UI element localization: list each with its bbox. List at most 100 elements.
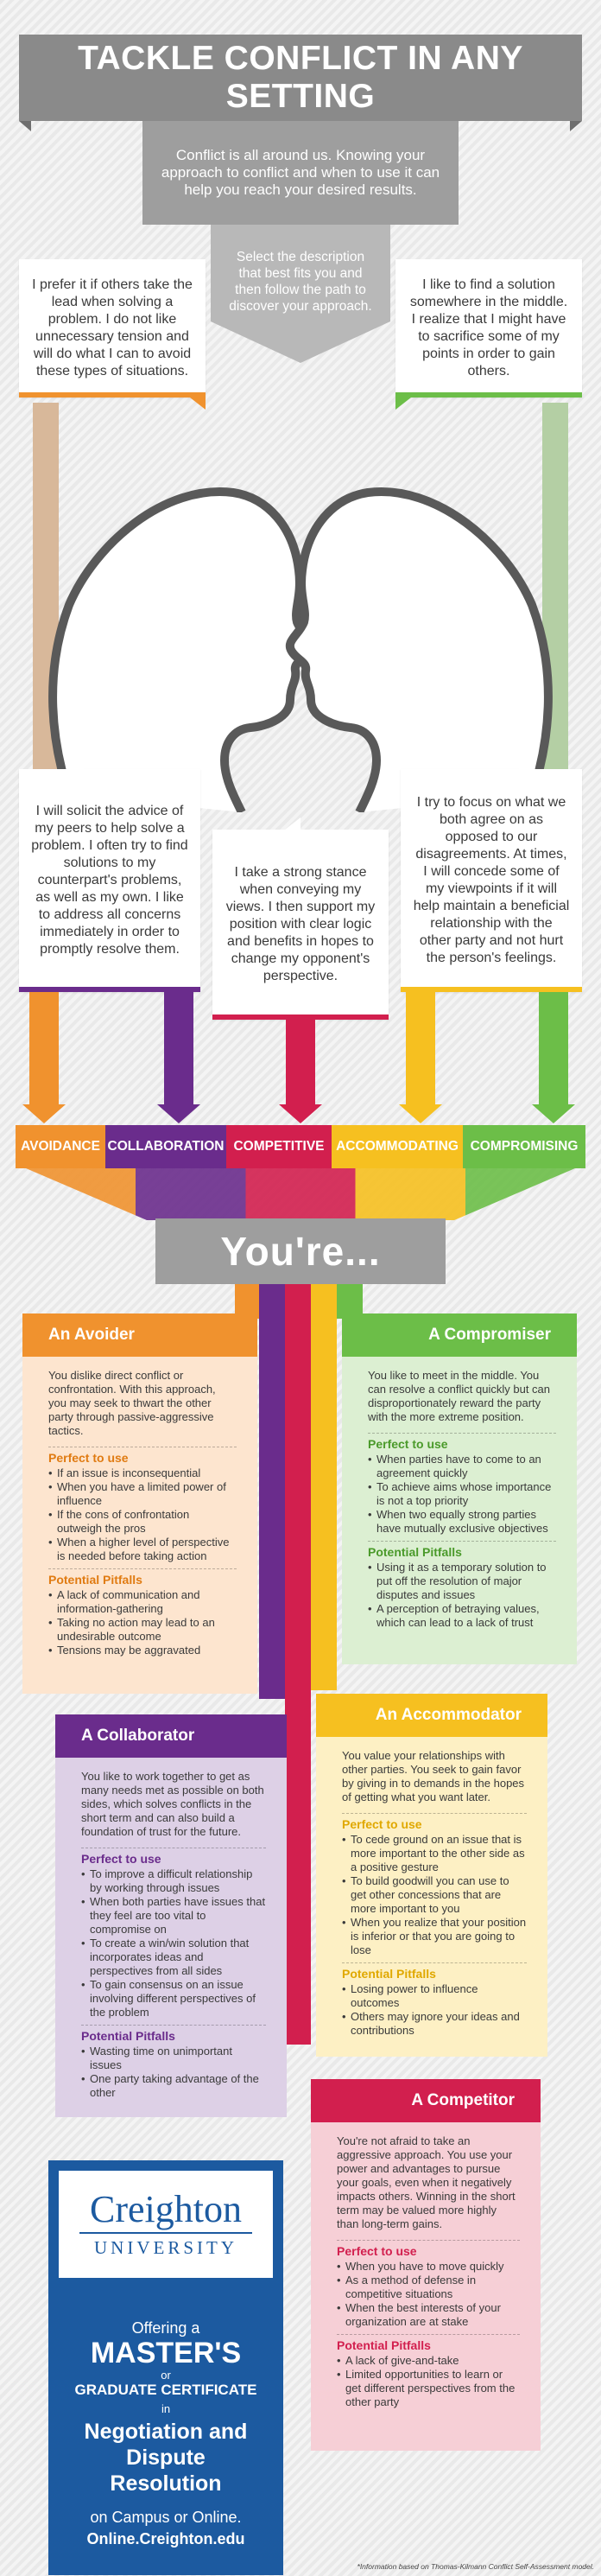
card-avoider-body: You dislike direct conflict or confronta… xyxy=(22,1357,257,1694)
perfect-title: Perfect to use xyxy=(368,1437,448,1451)
speech-tail xyxy=(518,757,534,769)
creighton-logo: Creighton UNIVERSITY xyxy=(59,2171,273,2278)
banner-fold-left xyxy=(19,121,31,131)
card-avoider-perfect: Perfect to use If an issue is inconseque… xyxy=(48,1447,237,1563)
card-competitor-perfect: Perfect to use When you have to move qui… xyxy=(337,2240,520,2329)
card-collaborator-pitfalls: Potential Pitfalls Wasting time on unimp… xyxy=(81,2025,266,2100)
list-item: When both parties have issues that they … xyxy=(81,1895,266,1937)
list-item: To gain consensus on an issue involving … xyxy=(81,1978,266,2019)
card-collaborator: A Collaborator You like to work together… xyxy=(55,1714,287,2117)
statement-competitive-text: I take a strong stance when conveying my… xyxy=(225,865,376,983)
label-avoidance: AVOIDANCE xyxy=(16,1125,105,1168)
arrow-accommodating xyxy=(406,992,435,1104)
card-compromiser-perfect: Perfect to use When parties have to come… xyxy=(368,1433,556,1536)
card-accommodator-title: An Accommodator xyxy=(316,1694,547,1737)
in-text: in xyxy=(161,2402,171,2415)
statement-accommodating[interactable]: I try to focus on what we both agree on … xyxy=(401,769,582,992)
perfect-title: Perfect to use xyxy=(337,2244,417,2258)
statement-compromising-bar xyxy=(395,392,582,398)
statement-collaboration[interactable]: I will solicit the advice of my peers to… xyxy=(19,769,200,992)
statement-avoidance[interactable]: I prefer it if others take the lead when… xyxy=(19,259,206,398)
arrow-collaboration xyxy=(164,992,193,1104)
path-avoider xyxy=(235,1284,261,1319)
pitfalls-title: Potential Pitfalls xyxy=(368,1545,462,1559)
arrow-competitive-head xyxy=(279,1104,322,1123)
perfect-title: Perfect to use xyxy=(81,1852,161,1866)
label-compromising: COMPROMISING xyxy=(463,1125,585,1168)
card-collaborator-desc: You like to work together to get as many… xyxy=(81,1770,264,1838)
list-item: Others may ignore your ideas and contrib… xyxy=(342,2010,527,2038)
card-accommodator-desc: You value your relationships with other … xyxy=(342,1749,525,1803)
arrow-accommodating-head xyxy=(399,1104,442,1123)
logo-rule xyxy=(79,2231,252,2234)
label-avoidance-text: AVOIDANCE xyxy=(21,1139,100,1154)
list-item: When parties have to come to an agreemen… xyxy=(368,1453,556,1480)
list-item: When two equally strong parties have mut… xyxy=(368,1508,556,1536)
card-competitor-pitfalls: Potential Pitfalls A lack of give-and-ta… xyxy=(337,2334,520,2409)
card-collaborator-title: A Collaborator xyxy=(55,1714,287,1758)
list-item: To improve a difficult relationship by w… xyxy=(81,1867,266,1895)
creighton-promo[interactable]: Creighton UNIVERSITY Offering a MASTER'S… xyxy=(48,2160,283,2575)
list-item: If an issue is inconsequential xyxy=(48,1466,237,1480)
card-accommodator-pitfalls: Potential Pitfalls Losing power to influ… xyxy=(342,1962,527,2038)
speech-tail xyxy=(190,398,206,410)
instruction-text: Select the description that best fits yo… xyxy=(229,250,372,314)
facing-heads-illustration xyxy=(48,487,553,812)
youre-banner: You're... xyxy=(155,1218,446,1284)
card-avoider-desc: You dislike direct conflict or confronta… xyxy=(48,1369,216,1437)
card-accommodator-perfect: Perfect to use To cede ground on an issu… xyxy=(342,1813,527,1957)
card-compromiser-desc: You like to meet in the middle. You can … xyxy=(368,1369,550,1423)
list-item: When you have to move quickly xyxy=(337,2260,520,2274)
card-collaborator-body: You like to work together to get as many… xyxy=(55,1758,287,2117)
intro-text: Conflict is all around us. Knowing your … xyxy=(161,147,440,198)
logo-name: Creighton xyxy=(90,2187,242,2230)
label-collaboration-text: COLLABORATION xyxy=(107,1139,225,1154)
certificate-text: GRADUATE CERTIFICATE xyxy=(74,2382,257,2398)
path-accommodator xyxy=(311,1284,337,1690)
card-compromiser-pitfalls: Potential Pitfalls Using it as a tempora… xyxy=(368,1541,556,1630)
label-accommodating-text: ACCOMMODATING xyxy=(336,1139,459,1154)
card-avoider-pitfalls: Potential Pitfalls A lack of communicati… xyxy=(48,1568,237,1657)
label-collaboration: COLLABORATION xyxy=(105,1125,226,1168)
arrow-compromising-head xyxy=(532,1104,575,1123)
youre-text: You're... xyxy=(220,1229,381,1274)
pitfalls-title: Potential Pitfalls xyxy=(337,2338,431,2352)
arrow-avoidance xyxy=(29,992,59,1104)
statement-avoidance-bar xyxy=(19,392,206,398)
speech-tail xyxy=(285,817,300,830)
list-item: To build goodwill you can use to get oth… xyxy=(342,1874,527,1916)
pitfalls-title: Potential Pitfalls xyxy=(81,2029,175,2043)
list-item: One party taking advantage of the other xyxy=(81,2072,266,2100)
list-item: To create a win/win solution that incorp… xyxy=(81,1937,266,1978)
path-compromiser xyxy=(337,1284,363,1319)
url-link[interactable]: Online.Creighton.edu xyxy=(86,2530,245,2547)
statement-collaboration-bar xyxy=(19,987,200,992)
card-accommodator: An Accommodator You value your relations… xyxy=(316,1694,547,2057)
arrow-competitive xyxy=(286,1020,315,1104)
statement-accommodating-bar xyxy=(401,987,582,992)
list-item: Limited opportunities to learn or get di… xyxy=(337,2368,520,2409)
path-collaborator xyxy=(259,1284,285,1699)
statement-competitive-bar xyxy=(212,1014,389,1020)
list-item: If the cons of confrontation outweigh th… xyxy=(48,1508,237,1536)
pitfalls-title: Potential Pitfalls xyxy=(48,1573,142,1587)
statement-compromising[interactable]: I like to find a solution somewhere in t… xyxy=(395,259,582,398)
path-competitor xyxy=(285,1284,311,2045)
label-competitive: COMPETITIVE xyxy=(226,1125,332,1168)
label-accommodating: ACCOMMODATING xyxy=(332,1125,463,1168)
statement-competitive[interactable]: I take a strong stance when conveying my… xyxy=(212,830,389,1020)
page-title: TACKLE CONFLICT IN ANY SETTING xyxy=(78,40,523,115)
statement-compromising-text: I like to find a solution somewhere in t… xyxy=(409,277,568,378)
card-compromiser-title: A Compromiser xyxy=(342,1313,577,1357)
card-avoider-title: An Avoider xyxy=(22,1313,257,1357)
speech-tail xyxy=(69,757,85,769)
card-competitor-title: A Competitor xyxy=(311,2079,541,2122)
instruction-arrow: Select the description that best fits yo… xyxy=(211,225,390,363)
card-competitor-desc: You're not afraid to take an aggressive … xyxy=(337,2134,516,2230)
list-item: When you realize that your position is i… xyxy=(342,1916,527,1957)
list-item: Losing power to influence outcomes xyxy=(342,1982,527,2010)
program-text: Negotiation and Dispute Resolution xyxy=(84,2420,248,2496)
card-collaborator-perfect: Perfect to use To improve a difficult re… xyxy=(81,1848,266,2019)
card-competitor-body: You're not afraid to take an aggressive … xyxy=(311,2122,541,2451)
card-accommodator-body: You value your relationships with other … xyxy=(316,1737,547,2057)
